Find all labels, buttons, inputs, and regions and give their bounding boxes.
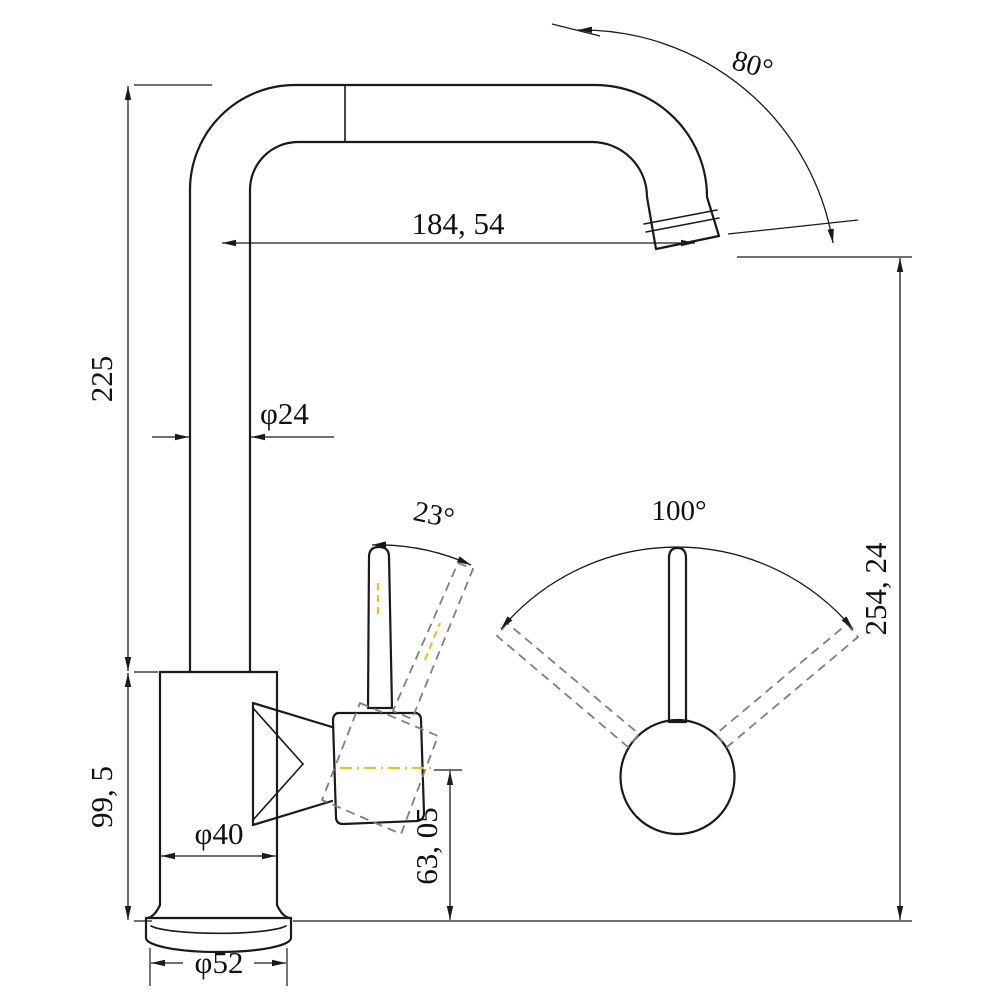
handle-pivot-block — [331, 711, 426, 826]
label-body-height: 99, 5 — [84, 766, 119, 828]
highlight-centerlines — [340, 583, 442, 770]
front-lever-ghost-right — [715, 623, 859, 748]
body-outline — [144, 670, 293, 954]
handle-front-ghosts — [496, 622, 859, 748]
handle-side-view — [251, 545, 426, 827]
dim-arc-handle-swing — [500, 546, 854, 630]
label-body-diameter: φ40 — [195, 816, 244, 851]
label-spout-rotation-angle: 80° — [729, 44, 777, 86]
dim-arc-handle-tilt — [371, 541, 472, 566]
handle-cone-bottom-edge — [251, 799, 334, 827]
handle-lever-tilted — [392, 562, 474, 720]
base-inner-rim — [150, 925, 287, 935]
dimension-lines — [124, 23, 912, 986]
handle-cone-top-edge — [251, 701, 334, 729]
body-right-side — [275, 670, 291, 920]
label-handle-swing-angle: 100° — [651, 495, 706, 527]
dimension-labels: 225 99, 5 184, 54 φ24 80° 254, 24 23° 10… — [84, 44, 893, 980]
spout-outline — [188, 83, 721, 674]
base-bottom-ellipse — [144, 936, 293, 954]
handle-cone-facet-upper — [252, 707, 304, 765]
front-handle-cap-circle — [619, 718, 736, 836]
label-pipe-diameter: φ24 — [260, 396, 309, 431]
handle-front-view — [619, 546, 736, 836]
front-lever-solid — [667, 546, 688, 724]
label-spout-reach: 184, 54 — [412, 206, 506, 241]
aerator-ring-line-2 — [643, 209, 718, 225]
body-left-side — [146, 670, 162, 920]
label-handle-axis-height: 63, 05 — [409, 807, 444, 885]
handle-lever-solid — [366, 545, 394, 710]
ext-arc80-outlet-line — [727, 219, 859, 235]
label-base-diameter: φ52 — [195, 945, 244, 980]
dim-arc-spout-rotation — [577, 26, 834, 244]
label-overall-height: 254, 24 — [858, 542, 893, 636]
aerator-ring-line-1 — [645, 217, 720, 233]
tilted-lever-centerline-highlight — [423, 622, 442, 661]
label-handle-tilt-angle: 23° — [411, 495, 457, 535]
drawing-root-group: 225 99, 5 184, 54 φ24 80° 254, 24 23° 10… — [84, 23, 912, 986]
label-spout-height: 225 — [84, 356, 119, 403]
front-lever-ghost-left — [496, 622, 640, 748]
handle-cone-facet-lower — [252, 763, 304, 821]
spout-outer-contour — [188, 83, 721, 674]
